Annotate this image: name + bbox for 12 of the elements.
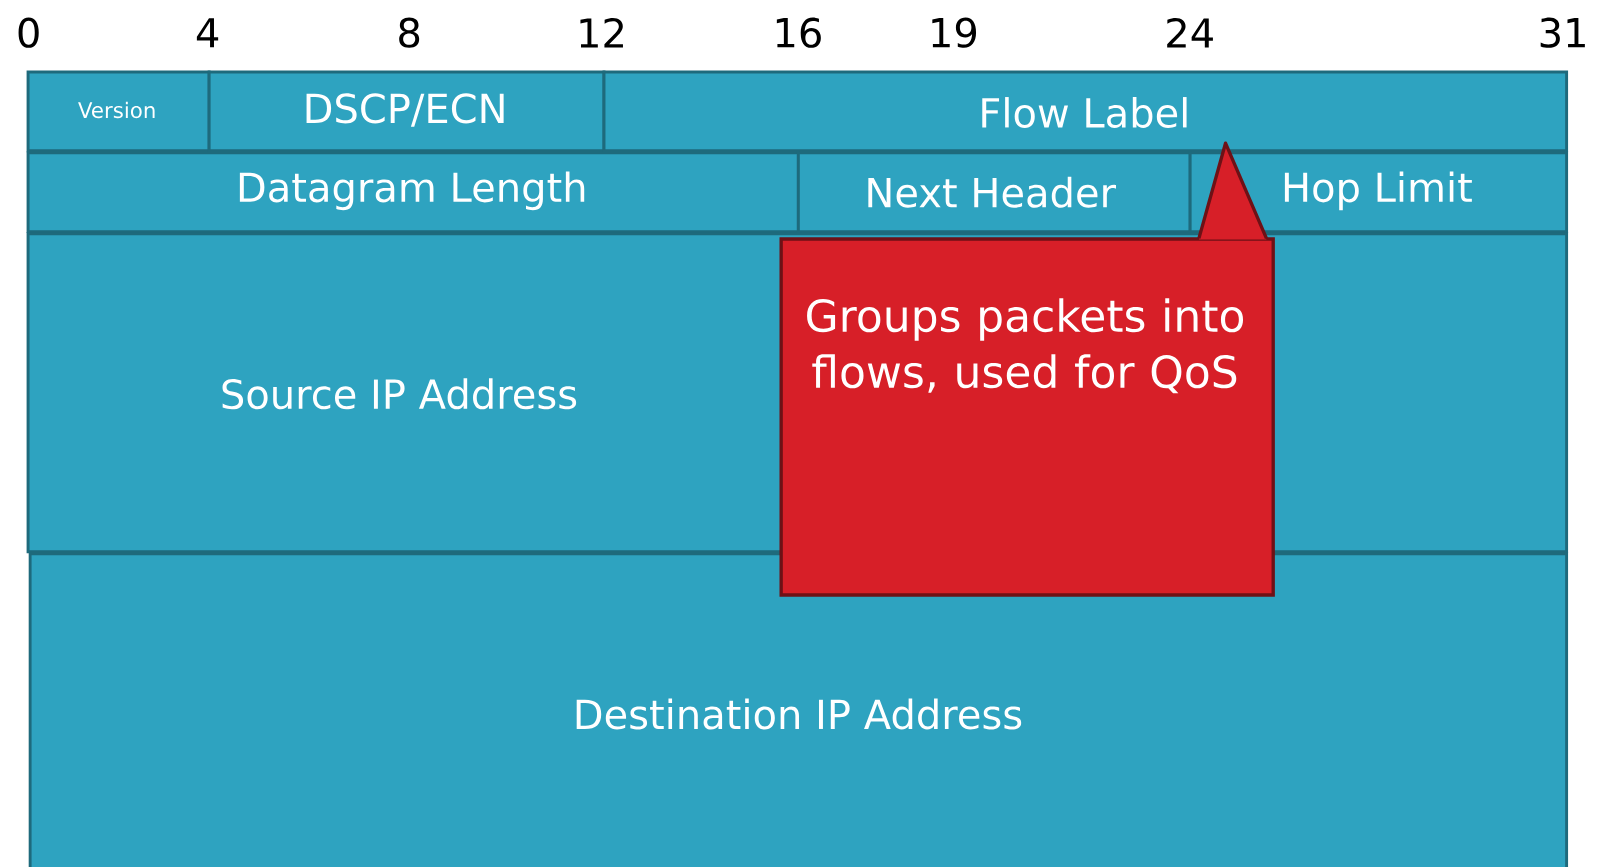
bit-number: 19	[932, 17, 977, 48]
bit-number: 8	[399, 17, 420, 48]
bit-number: 12	[580, 17, 623, 48]
bit-number: 4	[196, 17, 219, 48]
bit-number: 31	[1540, 17, 1585, 48]
header-field-box: Version	[26, 70, 211, 153]
bit-number: 24	[1167, 17, 1213, 48]
bit-number: 0	[18, 17, 39, 48]
header-field-box: Hop Limit	[1188, 151, 1569, 233]
header-field-box: Next Header	[796, 151, 1192, 233]
header-field-box: Destination IP Address	[28, 552, 1569, 867]
bit-number: 16	[776, 17, 821, 48]
